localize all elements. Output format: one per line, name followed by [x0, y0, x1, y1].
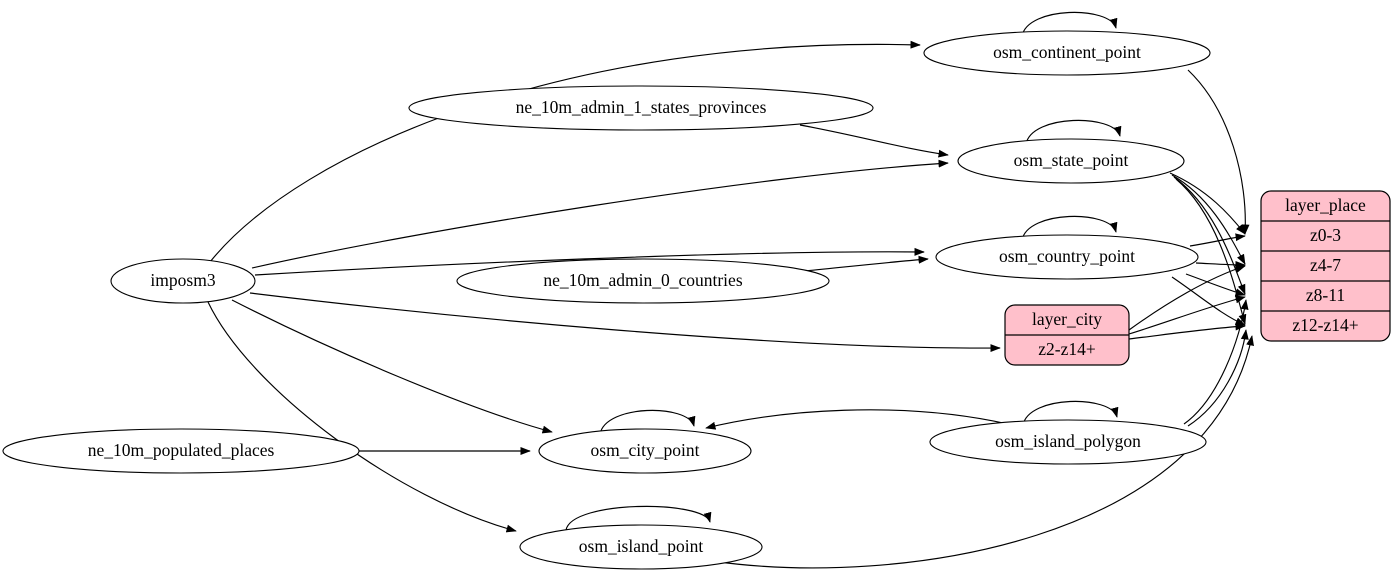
node-label-osm-island-polygon: osm_island_polygon — [995, 431, 1141, 451]
edge-self-loop-osm-country-point — [1021, 215, 1118, 241]
edge-osm-island-polygon-to-layer-place-z12-z14 — [1187, 329, 1249, 427]
node-label-osm-continent-point: osm_continent_point — [993, 42, 1141, 62]
node-ne-10m-populated-places[interactable]: ne_10m_populated_places — [2, 428, 360, 474]
node-ne-10m-admin-0-countries[interactable]: ne_10m_admin_0_countries — [456, 258, 830, 304]
edge-imposm3-to-osm-country-point — [254, 247, 925, 276]
node-ne-10m-admin-1-states-provinces[interactable]: ne_10m_admin_1_states_provinces — [408, 85, 874, 131]
edge-self-loop-osm-island-polygon — [1022, 400, 1119, 426]
node-label-ne-10m-populated-places: ne_10m_populated_places — [88, 440, 275, 460]
edge-osm-country-point-to-layer-place-z8-11 — [1185, 273, 1246, 297]
edge-osm-country-point-to-layer-place-z12-z14 — [1171, 276, 1246, 326]
edge-layer-city-to-layer-place-z4-7 — [1128, 265, 1246, 331]
edge-self-loop-osm-state-point — [1025, 119, 1122, 145]
record-row-layer-place-z0-3[interactable]: z0-3 — [1310, 225, 1341, 245]
node-layer: imposm3 ne_10m_admin_1_states_provinces … — [2, 30, 1211, 570]
node-layer-place[interactable]: layer_place z0-3 z4-7 z8-11 z12-z14+ — [1260, 190, 1391, 342]
edge-osm-island-polygon-to-osm-city-point — [705, 409, 1009, 430]
edge-osm-country-point-to-layer-place-z0-3 — [1189, 233, 1246, 247]
record-node-layer: layer_place z0-3 z4-7 z8-11 z12-z14+ lay… — [1004, 190, 1391, 366]
node-osm-island-polygon[interactable]: osm_island_polygon — [929, 419, 1207, 465]
edge-self-loop-osm-continent-point — [1021, 11, 1118, 37]
node-label-ne-10m-admin-1-states-provinces: ne_10m_admin_1_states_provinces — [516, 97, 767, 117]
node-osm-city-point[interactable]: osm_city_point — [538, 428, 752, 474]
edge-osm-island-polygon-to-layer-place-z8-11 — [1183, 299, 1249, 425]
node-label-imposm3: imposm3 — [150, 270, 215, 290]
edge-self-loop-osm-island-point — [565, 505, 712, 531]
edge-osm-state-point-to-layer-place-z12-z14 — [1175, 178, 1247, 325]
node-label-osm-city-point: osm_city_point — [591, 440, 700, 460]
record-row-layer-place-z12-z14[interactable]: z12-z14+ — [1292, 315, 1358, 335]
edge-layer-city-to-layer-place-z12-z14 — [1128, 322, 1246, 340]
node-osm-island-point[interactable]: osm_island_point — [519, 524, 763, 570]
record-row-layer-city-z2-z14[interactable]: z2-z14+ — [1038, 339, 1096, 359]
edge-osm-state-point-to-layer-place-z0-3 — [1169, 172, 1246, 235]
edge-imposm3-to-osm-city-point — [231, 299, 553, 434]
record-row-layer-place-z8-11[interactable]: z8-11 — [1306, 285, 1345, 305]
record-row-layer-place-z4-7[interactable]: z4-7 — [1310, 255, 1341, 275]
node-imposm3[interactable]: imposm3 — [110, 258, 256, 304]
node-label-osm-state-point: osm_state_point — [1014, 150, 1129, 170]
node-osm-country-point[interactable]: osm_country_point — [935, 234, 1199, 280]
node-osm-continent-point[interactable]: osm_continent_point — [923, 30, 1211, 76]
edge-ne-states-provinces-to-osm-state-point — [799, 124, 949, 158]
edge-imposm3-to-osm-state-point — [251, 159, 949, 269]
edge-layer — [207, 11, 1254, 569]
edge-imposm3-to-osm-island-point — [207, 301, 517, 533]
edge-osm-continent-point-to-layer-place-z0-3 — [1187, 69, 1250, 235]
node-label-osm-country-point: osm_country_point — [999, 246, 1135, 266]
node-osm-state-point[interactable]: osm_state_point — [957, 138, 1185, 184]
node-layer-city[interactable]: layer_city z2-z14+ — [1004, 304, 1130, 366]
edge-osm-state-point-to-layer-place-z8-11 — [1173, 176, 1246, 295]
edge-osm-island-point-to-layer-place-z12-z14 — [711, 335, 1254, 569]
record-header-layer-city: layer_city — [1032, 309, 1102, 329]
edge-layer-city-to-layer-place-z8-11 — [1128, 295, 1246, 335]
edge-osm-country-point-to-layer-place-z4-7 — [1195, 261, 1246, 269]
edge-osm-state-point-to-layer-place-z4-7 — [1171, 174, 1246, 265]
node-label-ne-10m-admin-0-countries: ne_10m_admin_0_countries — [543, 270, 742, 290]
record-header-layer-place: layer_place — [1285, 195, 1366, 215]
edge-ne-countries-to-osm-country-point — [804, 255, 929, 272]
edge-imposm3-to-layer-city — [249, 292, 1001, 353]
edge-imposm3-to-osm-continent-point — [209, 40, 921, 263]
edge-self-loop-osm-city-point — [599, 409, 696, 435]
node-label-osm-island-point: osm_island_point — [579, 536, 704, 556]
